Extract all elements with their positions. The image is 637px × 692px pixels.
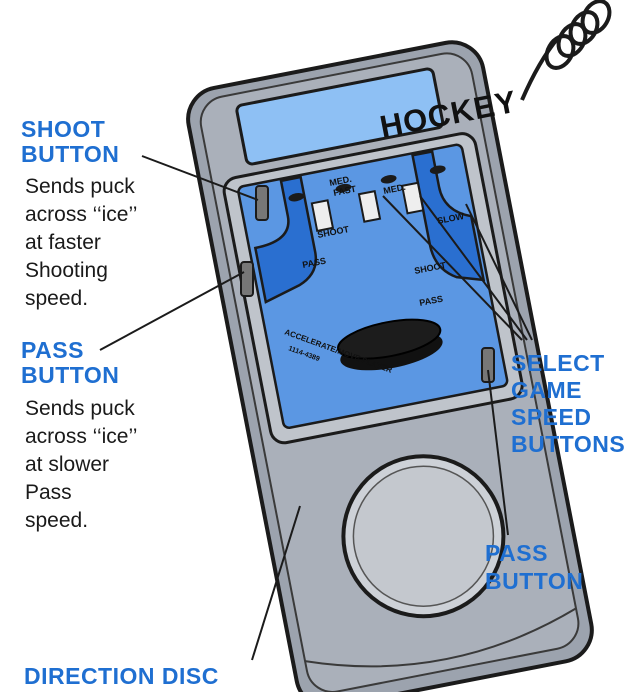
shoot-desc-line1: Sends puck [25,175,135,198]
select-speed-line1: SELECT [511,350,605,376]
pass-desc-line2: across ‘‘ice’’ [25,425,138,448]
pass-button-right-title-line1: PASS [485,540,548,566]
shoot-desc-line3: at faster [25,231,101,254]
select-speed-line3: SPEED [511,404,592,430]
select-game-speed-title: SELECT GAME SPEED BUTTONS [511,350,625,458]
pass-desc-line4: Pass [25,481,72,504]
direction-disc-title: DIRECTION DISC [24,663,219,689]
pass-button-left-title-line2: BUTTON [21,362,120,388]
pass-label-left: PASS [301,256,326,270]
cord-icon [520,0,612,101]
pass-button-left-description: Sends puck across ‘‘ice’’ at slower Pass… [25,395,137,535]
shoot-button-description: Sends puck across ‘‘ice’’ at faster Shoo… [25,173,137,313]
pass-button-left-title-line1: PASS [21,337,84,363]
shoot-button-title-line2: BUTTON [21,141,120,167]
pass-label-right: PASS [418,294,443,308]
select-speed-line2: GAME [511,377,582,403]
pass-desc-line5: speed. [25,509,89,532]
pass-desc-line3: at slower [25,453,110,476]
shoot-desc-line4: Shooting [25,259,108,282]
callout-leader-lines [99,155,533,661]
shoot-side-button [255,185,269,221]
shoot-button-title: SHOOT BUTTON [21,117,119,167]
pass-button-right-title-line2: BUTTON [485,568,584,594]
speed-label-med-fast-1: MED. [328,174,352,188]
pass-button-right-title: PASS BUTTON [485,539,583,595]
speed-label-med-fast-2: FAST [332,184,357,198]
speed-label-med: MED. [382,182,406,196]
shoot-desc-line5: speed. [25,287,89,310]
shoot-desc-line2: across ‘‘ice’’ [25,203,138,226]
device-body [186,40,594,692]
pass-desc-line1: Sends puck [25,397,135,420]
pass-button-left-title: PASS BUTTON [21,338,119,388]
pass-side-button-right [481,347,495,383]
pass-side-button-left [240,261,254,297]
shoot-button-title-line1: SHOOT [21,116,106,142]
select-speed-line4: BUTTONS [511,431,626,457]
